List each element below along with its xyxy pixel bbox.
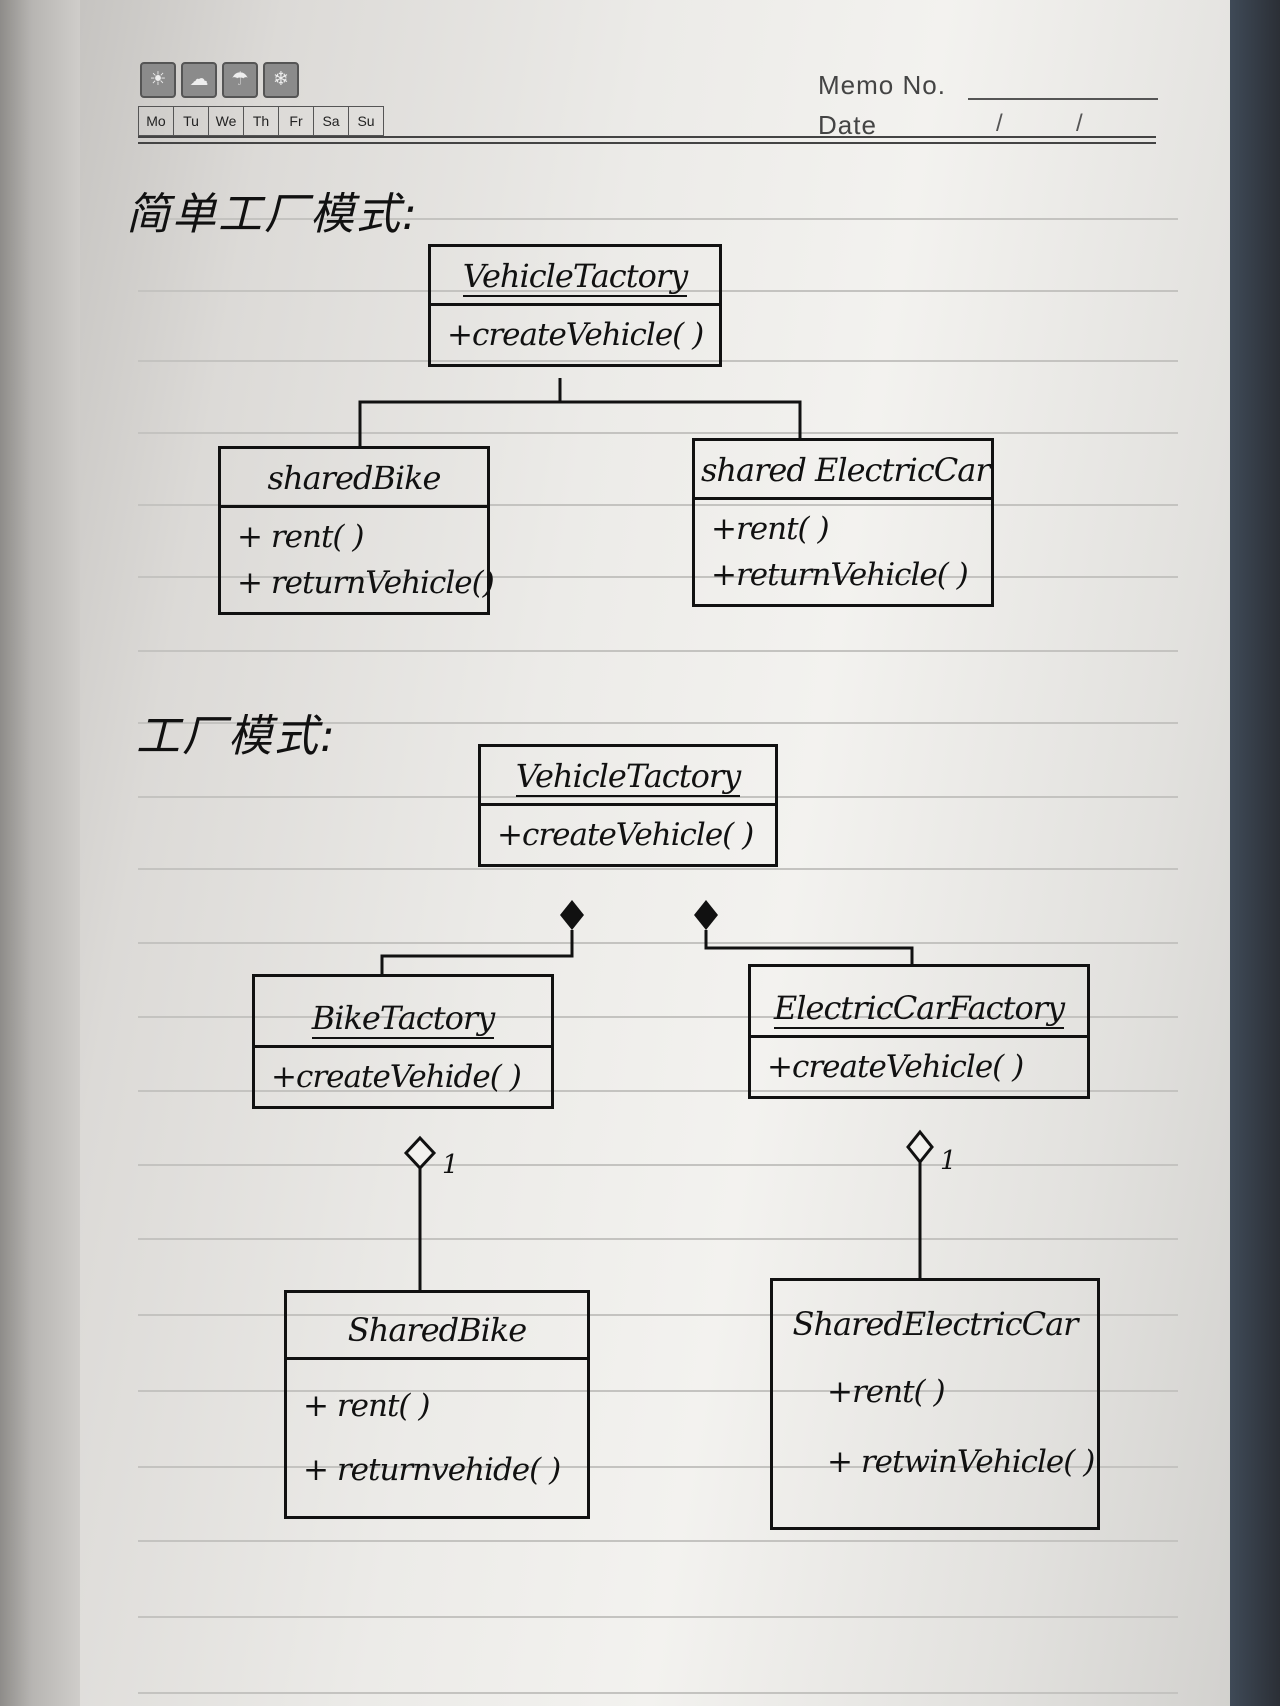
ruled-line: [138, 1238, 1178, 1240]
operation: +returnVehicle( ): [711, 557, 969, 593]
ruled-line: [138, 1016, 1178, 1018]
ruled-line: [138, 290, 1178, 292]
class-operations: +createVehicle( ): [751, 1038, 1087, 1096]
ruled-line: [138, 722, 1178, 724]
operation: +createVehide( ): [271, 1059, 522, 1095]
aggregation-diamond: [906, 1129, 934, 1165]
weekday-row: Mo Tu We Th Fr Sa Su: [138, 106, 384, 136]
snow-icon: ❄: [263, 62, 299, 98]
composition-line: [704, 930, 914, 964]
operation: + rent( ): [237, 519, 364, 555]
uml-class-shared-bike: sharedBike + rent( ) + returnVehicle(): [218, 446, 495, 615]
class-operations: +createVehicle( ): [431, 306, 719, 364]
uml-class-shared-electric-car: SharedElectricCar +rent( ) + retwinVehic…: [770, 1278, 1100, 1530]
weekday-cell: Mo: [139, 107, 174, 135]
operation: + rent( ): [303, 1388, 430, 1424]
ruled-line: [138, 1616, 1178, 1618]
memo-header: Memo No. Date / /: [818, 70, 1158, 150]
memo-number-label: Memo No.: [818, 70, 946, 100]
uml-class-shared-bike: SharedBike + rent( ) + returnvehide( ): [284, 1290, 590, 1519]
ruled-line: [138, 796, 1178, 798]
class-name: SharedBike: [287, 1293, 587, 1360]
ruled-line: [138, 576, 1178, 578]
weekday-cell: Fr: [279, 107, 314, 135]
notebook-edge: [1230, 0, 1280, 1706]
uml-class-vehicle-factory: VehicleTactory +createVehicle( ): [428, 244, 722, 367]
ruled-line: [138, 1090, 1178, 1092]
date-slash: /: [1076, 110, 1084, 137]
class-operations: + rent( ) + returnVehicle(): [221, 508, 495, 612]
operation: + returnvehide( ): [303, 1452, 561, 1488]
class-operations: +createVehide( ): [255, 1048, 551, 1106]
class-operations: +rent( ) +returnVehicle( ): [695, 500, 991, 604]
uml-class-vehicle-factory: VehicleTactory +createVehicle( ): [478, 744, 778, 867]
class-operations: +createVehicle( ): [481, 806, 775, 864]
ruled-line: [138, 650, 1178, 652]
weekday-cell: Sa: [314, 107, 349, 135]
operation: +rent( ): [827, 1374, 946, 1410]
composition-diamond: [560, 900, 584, 930]
ruled-line: [138, 1466, 1178, 1468]
simple-factory-title: 简单工厂模式:: [126, 189, 419, 240]
ruled-line: [138, 1390, 1178, 1392]
operation: +rent( ): [711, 511, 830, 547]
ruled-line: [138, 432, 1178, 434]
ruled-line: [138, 1540, 1178, 1542]
sun-icon: ☀: [140, 62, 176, 98]
operation: +createVehicle( ): [447, 317, 704, 353]
ruled-line: [138, 1692, 1178, 1694]
date-slash: /: [996, 110, 1004, 137]
multiplicity-label: 1: [442, 1150, 459, 1180]
composition-line: [380, 930, 574, 974]
ruled-line: [138, 942, 1178, 944]
class-name: SharedElectricCar: [792, 1305, 1079, 1343]
class-name: sharedBike: [221, 449, 487, 508]
operation: +createVehicle( ): [497, 817, 754, 853]
ruled-line: [138, 218, 1178, 220]
ruled-line: [138, 360, 1178, 362]
class-name: shared ElectricCar: [695, 441, 991, 500]
header-divider: [138, 136, 1156, 138]
ruled-line: [138, 868, 1178, 870]
memo-number-line: [968, 98, 1158, 100]
page-binding: [0, 0, 80, 1706]
weekday-cell: Su: [357, 113, 375, 129]
class-operations: + rent( ) + returnvehide( ): [287, 1360, 587, 1516]
date-label: Date: [818, 110, 877, 140]
weather-day-selector: ☀ ☁ ☂ ❄ Mo Tu We Th Fr Sa Su: [138, 62, 384, 136]
ruled-line: [138, 1314, 1178, 1316]
uml-class-shared-electric-car: shared ElectricCar +rent( ) +returnVehic…: [692, 438, 994, 607]
aggregation-diamond: [403, 1135, 437, 1171]
class-name: VehicleTactory: [431, 247, 719, 306]
uml-class-bike-factory: BikeTactory +createVehide( ): [252, 974, 554, 1109]
factory-method-title: 工厂模式:: [136, 711, 337, 762]
class-name: BikeTactory: [255, 977, 551, 1048]
ruled-line: [138, 1164, 1178, 1166]
class-name: ElectricCarFactory: [751, 967, 1087, 1038]
header-divider: [138, 142, 1156, 144]
uml-class-electric-car-factory: ElectricCarFactory +createVehicle( ): [748, 964, 1090, 1099]
cloud-icon: ☁: [181, 62, 217, 98]
weekday-cell: Th: [244, 107, 279, 135]
connector-line: [358, 400, 802, 446]
weekday-cell: We: [209, 107, 244, 135]
rain-icon: ☂: [222, 62, 258, 98]
ruled-line: [138, 504, 1178, 506]
operation: +createVehicle( ): [767, 1049, 1024, 1085]
multiplicity-label: 1: [940, 1146, 957, 1176]
weekday-cell: Tu: [174, 107, 209, 135]
operation: + retwinVehicle( ): [827, 1444, 1095, 1480]
class-operations: +rent( ) + retwinVehicle( ): [773, 1351, 1097, 1503]
class-name: VehicleTactory: [481, 747, 775, 806]
operation: + returnVehicle(): [237, 565, 495, 601]
composition-diamond: [694, 900, 718, 930]
